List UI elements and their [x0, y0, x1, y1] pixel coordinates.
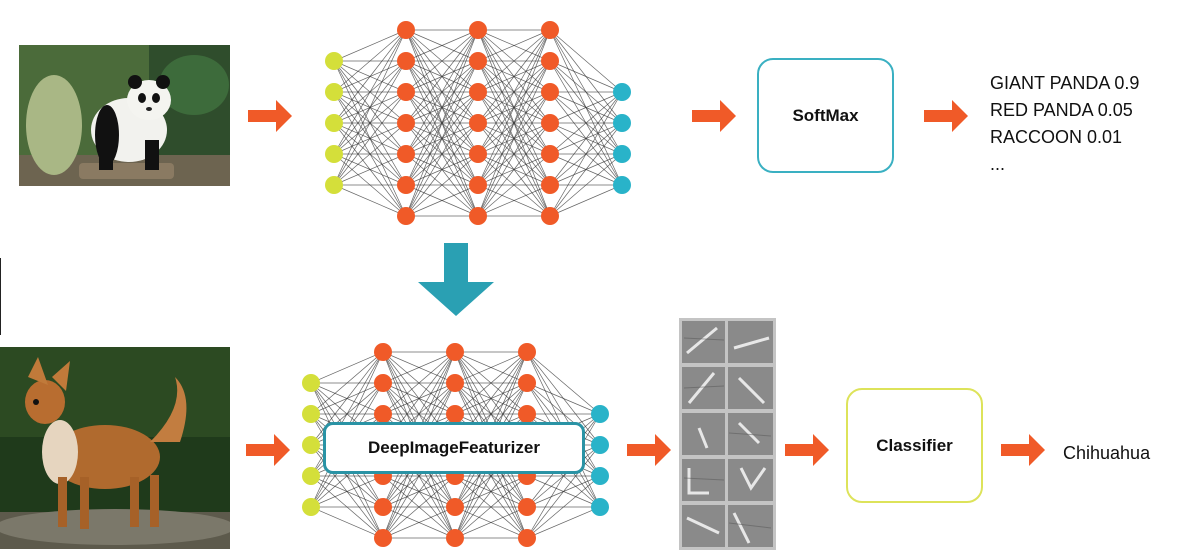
top-node	[469, 21, 487, 39]
top-node	[613, 145, 631, 163]
top-node	[469, 83, 487, 101]
top-node	[541, 114, 559, 132]
deepimagefeaturizer-box: DeepImageFeaturizer	[323, 422, 585, 474]
bottom-node	[302, 405, 320, 423]
top-node	[325, 52, 343, 70]
top-node	[469, 145, 487, 163]
top-node	[397, 145, 415, 163]
bottom-node	[374, 529, 392, 547]
bottom-node	[374, 498, 392, 516]
top-node	[613, 83, 631, 101]
top-node	[469, 207, 487, 225]
bottom-node	[446, 498, 464, 516]
bottom-node	[591, 467, 609, 485]
top-node	[613, 114, 631, 132]
left-edge-line	[0, 258, 1, 335]
bottom-node	[518, 498, 536, 516]
top-node	[325, 114, 343, 132]
bottom-node	[302, 436, 320, 454]
classifier-box: Classifier	[846, 388, 983, 503]
top-node	[469, 52, 487, 70]
softmax-label: SoftMax	[792, 105, 859, 125]
feature-maps-grid	[679, 318, 776, 550]
bottom-node	[591, 436, 609, 454]
panda-photo	[19, 45, 230, 186]
bottom-node	[374, 343, 392, 361]
top-node	[541, 176, 559, 194]
bottom-node	[518, 374, 536, 392]
bottom-node	[446, 374, 464, 392]
bottom-node	[302, 374, 320, 392]
bottom-node	[591, 405, 609, 423]
bottom-node	[518, 343, 536, 361]
top-node	[541, 21, 559, 39]
output-line-3: RACCOON 0.01	[990, 127, 1123, 147]
top-node	[469, 114, 487, 132]
top-node	[469, 176, 487, 194]
bottom-node	[374, 374, 392, 392]
output-line-4: ...	[990, 154, 1006, 174]
top-node	[397, 83, 415, 101]
bottom-node	[518, 529, 536, 547]
bottom-node	[302, 467, 320, 485]
bottom-node	[302, 498, 320, 516]
top-node	[397, 176, 415, 194]
top-node	[397, 207, 415, 225]
top-node	[325, 83, 343, 101]
top-node	[613, 176, 631, 194]
top-node	[325, 145, 343, 163]
top-node	[397, 52, 415, 70]
top-node	[397, 21, 415, 39]
chihuahua-photo	[0, 347, 230, 549]
bottom-node	[446, 405, 464, 423]
top-node	[541, 83, 559, 101]
output-line-2: RED PANDA 0.05	[990, 100, 1133, 120]
top-node	[325, 176, 343, 194]
top-node	[541, 145, 559, 163]
classifier-label: Classifier	[876, 435, 953, 455]
result-label: Chihuahua	[1063, 443, 1151, 463]
output-probabilities: GIANT PANDA 0.9 RED PANDA 0.05 RACCOON 0…	[990, 70, 1139, 178]
bottom-node	[446, 529, 464, 547]
top-node	[541, 207, 559, 225]
top-network	[325, 21, 631, 225]
bottom-node	[591, 498, 609, 516]
bottom-node	[446, 343, 464, 361]
bottom-node	[374, 405, 392, 423]
top-connections	[333, 29, 623, 217]
featurizer-label: DeepImageFeaturizer	[368, 438, 540, 457]
top-node	[397, 114, 415, 132]
output-line-1: GIANT PANDA 0.9	[990, 73, 1140, 93]
top-node	[541, 52, 559, 70]
softmax-box: SoftMax	[757, 58, 894, 173]
bottom-node	[518, 405, 536, 423]
